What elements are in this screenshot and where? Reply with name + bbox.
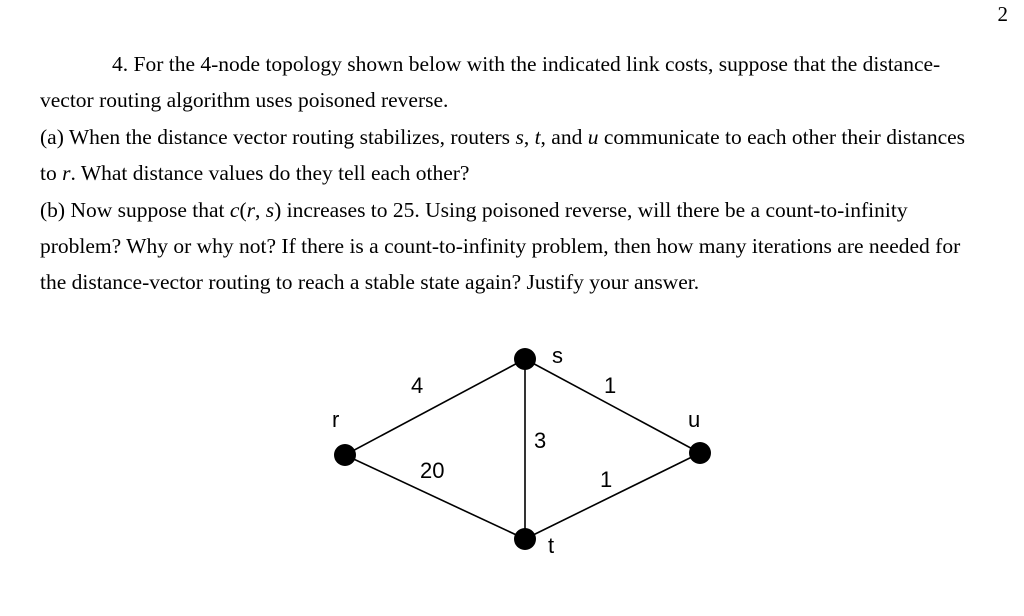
node-r: [334, 444, 356, 466]
question-part-b: (b) Now suppose that c(r, s) increases t…: [40, 197, 961, 295]
node-label-t: t: [548, 533, 554, 558]
edge-cost-r-s: 4: [411, 373, 423, 398]
edge-cost-r-t: 20: [420, 458, 444, 483]
topology-diagram: r s t u 4 20 3 1 1: [332, 343, 711, 558]
edge-r-t: [344, 454, 526, 540]
node-label-u: u: [688, 407, 700, 432]
question-intro: 4. For the 4-node topology shown below w…: [40, 52, 941, 113]
node-u: [689, 442, 711, 464]
node-s: [514, 348, 536, 370]
edge-s-u: [524, 358, 701, 454]
page-number: 2: [997, 2, 1009, 26]
edge-cost-s-t: 3: [534, 428, 546, 453]
question-text: 4. For the 4-node topology shown below w…: [40, 46, 966, 301]
edge-cost-t-u: 1: [600, 467, 612, 492]
edge-t-u: [524, 452, 701, 540]
node-label-s: s: [552, 343, 563, 368]
node-t: [514, 528, 536, 550]
edge-r-s: [344, 358, 526, 456]
question-part-a: (a) When the distance vector routing sta…: [40, 124, 966, 186]
edge-cost-s-u: 1: [604, 373, 616, 398]
node-label-r: r: [332, 407, 339, 432]
